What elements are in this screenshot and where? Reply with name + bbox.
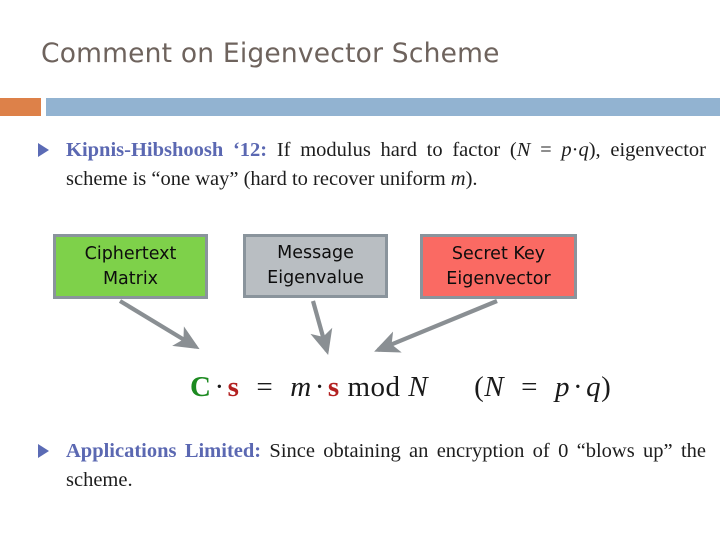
bullet-lead-in: Applications Limited: [66, 440, 262, 462]
equation-note-equals: = [521, 371, 538, 403]
header-accent-square [0, 98, 41, 116]
equation-term-s-rhs: s [327, 371, 340, 403]
diagram-box-secret-key: Secret Key Eigenvector [420, 234, 577, 299]
bullet-text-4: ), eigenvector scheme is “one way” (hard… [66, 139, 706, 190]
bullet-item-text: Applications Limited: Since obtaining an… [66, 437, 706, 495]
bullet-text-1: Since obtaining an encryption of 0 “blow… [66, 440, 706, 491]
bullet-text-5: ). [465, 168, 478, 190]
equation-dot-2: · [314, 371, 325, 403]
bullet-lead-in: Kipnis-Hibshoosh ‘12: [66, 139, 268, 161]
arrow-secretkey-to-s [374, 299, 498, 353]
diagram-box-secret-key-line2: Eigenvector [446, 268, 551, 289]
diagram-box-message-line1: Message [277, 243, 354, 263]
arrow-ciphertext-to-C [118, 299, 200, 350]
math-symbol-N: N [516, 139, 531, 161]
equation-dot-1: · [214, 371, 225, 403]
bullet-text-2: = [530, 139, 562, 161]
math-symbol-m: m [450, 168, 466, 190]
bullet-text-3: · [571, 139, 579, 161]
equation-note-open: ( [474, 371, 485, 403]
bullet-item-text: Kipnis-Hibshoosh ‘12: If modulus hard to… [66, 136, 706, 194]
equation-mod-keyword: mod [347, 371, 401, 403]
diagram-box-message: Message Eigenvalue [243, 234, 388, 298]
equation-eigenvector: C·s=m·s mod N(N=p·q) [190, 371, 611, 404]
equation-note-dot: · [572, 371, 584, 403]
equation-term-C: C [190, 371, 212, 403]
arrow-message-to-m [310, 300, 333, 356]
equation-term-s-lhs: s [227, 371, 240, 403]
equation-term-m: m [290, 371, 312, 403]
math-symbol-p: p [561, 139, 572, 161]
equation-equals: = [256, 371, 274, 403]
math-symbol-q: q [578, 139, 589, 161]
diagram-box-ciphertext: Ciphertext Matrix [53, 234, 208, 299]
bullet-text-1: If modulus hard to factor ( [267, 139, 517, 161]
equation-modulus-N: N [408, 371, 429, 403]
diagram-box-ciphertext-line1: Ciphertext [84, 243, 177, 264]
diagram-box-secret-key-line1: Secret Key [451, 243, 546, 264]
bullet-item-applications: Applications Limited: Since obtaining an… [38, 437, 706, 495]
equation-note-q: q [586, 371, 602, 403]
equation-note-p: p [554, 371, 570, 403]
header-accent-bar [46, 98, 720, 116]
diagram-box-message-line2: Eigenvalue [267, 268, 364, 288]
equation-note-close: ) [601, 371, 612, 403]
page-title: Comment on Eigenvector Scheme [41, 38, 500, 69]
triangle-right-icon [38, 444, 49, 458]
triangle-right-icon [38, 143, 49, 157]
equation-note-N: N [484, 371, 505, 403]
bullet-item-kipnis: Kipnis-Hibshoosh ‘12: If modulus hard to… [38, 136, 706, 194]
diagram-box-ciphertext-line2: Matrix [102, 268, 159, 289]
